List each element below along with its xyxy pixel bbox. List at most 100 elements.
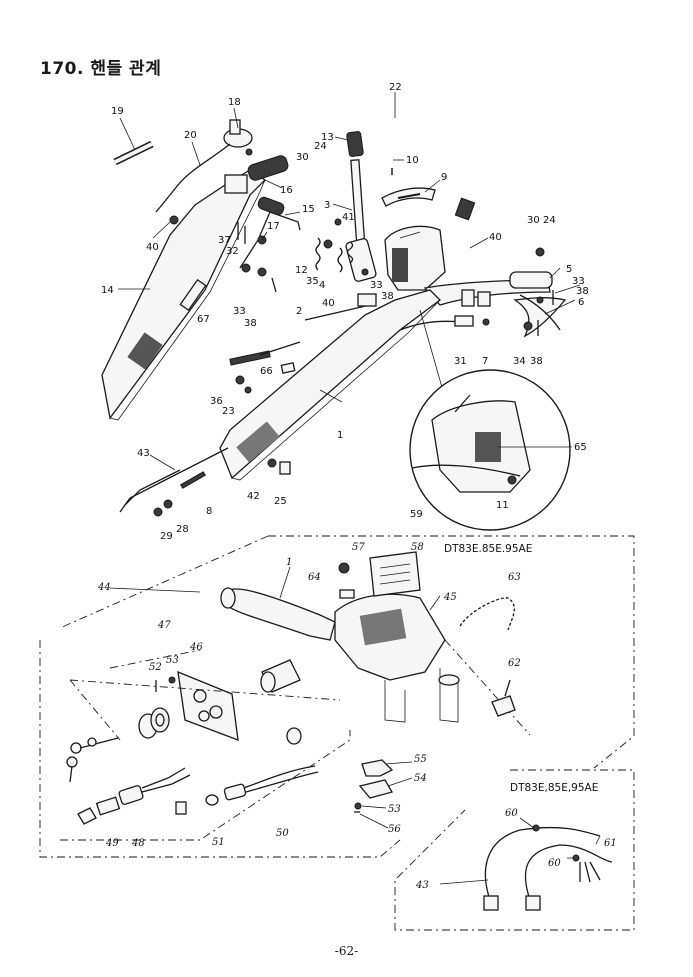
label-41: 41 bbox=[342, 212, 355, 223]
right-handle-part bbox=[423, 247, 567, 338]
throttle-cable-part bbox=[155, 143, 231, 213]
small-rod-parts bbox=[229, 341, 301, 394]
label-43: 43 bbox=[137, 448, 150, 459]
label-40-mid: 40 bbox=[322, 298, 335, 309]
pin-part bbox=[113, 140, 154, 166]
main-handle-frame-part bbox=[219, 289, 441, 481]
label-38-lower: 38 bbox=[530, 356, 543, 367]
label-33-left: 33 bbox=[233, 306, 246, 317]
label-14: 14 bbox=[101, 285, 114, 296]
label-32: 32 bbox=[226, 246, 239, 257]
connector-harness-part bbox=[175, 765, 319, 815]
label-36: 36 bbox=[210, 396, 223, 407]
label-47: 47 bbox=[157, 620, 171, 631]
label-3: 3 bbox=[324, 200, 330, 211]
label-1-lower: 1 bbox=[286, 557, 292, 568]
label-48: 48 bbox=[131, 838, 145, 849]
label-13: 13 bbox=[321, 132, 334, 143]
sub-assembly-boundary bbox=[394, 769, 635, 931]
label-37: 37 bbox=[218, 235, 231, 246]
cable-end-parts bbox=[399, 315, 539, 336]
label-12: 12 bbox=[295, 265, 308, 276]
connector-plug-part bbox=[77, 767, 191, 825]
label-31: 31 bbox=[454, 356, 467, 367]
label-24-top: 24 bbox=[314, 141, 327, 152]
switch-housing-part bbox=[334, 593, 531, 736]
label-6: 6 bbox=[578, 297, 584, 308]
clutch-lever-part bbox=[519, 294, 561, 331]
label-58: 58 bbox=[411, 542, 424, 553]
left-handle-arm-part bbox=[101, 169, 267, 421]
label-34: 34 bbox=[513, 356, 526, 367]
label-57: 57 bbox=[352, 542, 365, 553]
page-number: -62- bbox=[334, 944, 359, 958]
ring-parts bbox=[138, 707, 170, 739]
label-61: 61 bbox=[604, 838, 617, 849]
label-44: 44 bbox=[97, 582, 111, 593]
label-22: 22 bbox=[389, 82, 402, 93]
part-labels: 19 18 20 22 13 10 9 30 24 16 15 17 3 41 … bbox=[97, 82, 617, 891]
assembly-boundary bbox=[39, 535, 635, 858]
label-53-bottom: 53 bbox=[388, 804, 401, 815]
label-19: 19 bbox=[111, 106, 124, 117]
label-9: 9 bbox=[441, 172, 447, 183]
label-62: 62 bbox=[508, 658, 521, 669]
shift-lever-part bbox=[345, 131, 377, 282]
label-42: 42 bbox=[247, 491, 260, 502]
grip-part bbox=[220, 587, 336, 641]
label-16: 16 bbox=[280, 185, 293, 196]
lower-cables-part bbox=[119, 447, 229, 517]
label-65: 65 bbox=[574, 442, 587, 453]
left-grip-part bbox=[247, 155, 289, 181]
label-56: 56 bbox=[388, 824, 401, 835]
label-30-right: 30 bbox=[527, 215, 540, 226]
label-67: 67 bbox=[197, 314, 210, 325]
label-20: 20 bbox=[184, 130, 197, 141]
detail-callout-circle bbox=[409, 369, 572, 531]
label-7: 7 bbox=[482, 356, 488, 367]
model-label-sub: DT83E,85E,95AE bbox=[510, 782, 598, 794]
cable-clamp-part bbox=[491, 695, 516, 717]
wire-harness-part bbox=[483, 824, 613, 911]
clamp-parts bbox=[354, 759, 394, 813]
label-35: 35 bbox=[306, 276, 319, 287]
spring-parts bbox=[315, 218, 354, 273]
label-1: 1 bbox=[337, 430, 343, 441]
mounting-plate-part bbox=[177, 670, 239, 741]
label-60-bottom: 60 bbox=[548, 858, 561, 869]
label-50: 50 bbox=[276, 828, 289, 839]
label-40-right: 40 bbox=[489, 232, 502, 243]
label-25: 25 bbox=[274, 496, 287, 507]
cable-tie-part bbox=[459, 597, 515, 631]
label-2: 2 bbox=[296, 306, 302, 317]
label-49: 49 bbox=[105, 838, 119, 849]
label-59: 59 bbox=[410, 509, 423, 520]
label-38-right: 38 bbox=[576, 286, 589, 297]
label-18: 18 bbox=[228, 97, 241, 108]
label-52: 52 bbox=[149, 662, 162, 673]
label-43-lower: 43 bbox=[415, 880, 429, 891]
leader-lines bbox=[109, 92, 601, 885]
label-10: 10 bbox=[406, 155, 419, 166]
label-4: 4 bbox=[319, 280, 325, 291]
label-23: 23 bbox=[222, 406, 235, 417]
label-17: 17 bbox=[267, 221, 280, 232]
ignition-keys-part bbox=[66, 737, 119, 783]
label-45: 45 bbox=[443, 592, 457, 603]
label-28: 28 bbox=[176, 524, 189, 535]
throttle-lever-part bbox=[223, 119, 253, 156]
label-55: 55 bbox=[414, 754, 427, 765]
label-33-mid: 33 bbox=[370, 280, 383, 291]
label-63: 63 bbox=[508, 572, 521, 583]
label-29: 29 bbox=[160, 531, 173, 542]
label-54: 54 bbox=[414, 773, 427, 784]
label-5: 5 bbox=[566, 264, 572, 275]
label-24-right: 24 bbox=[543, 215, 556, 226]
label-33-right: 33 bbox=[572, 276, 585, 287]
clamp-bracket-part bbox=[357, 293, 377, 307]
control-box-part bbox=[384, 225, 446, 291]
label-38-left: 38 bbox=[244, 318, 257, 329]
handlebar-bar-part bbox=[288, 92, 495, 221]
label-66: 66 bbox=[260, 366, 273, 377]
